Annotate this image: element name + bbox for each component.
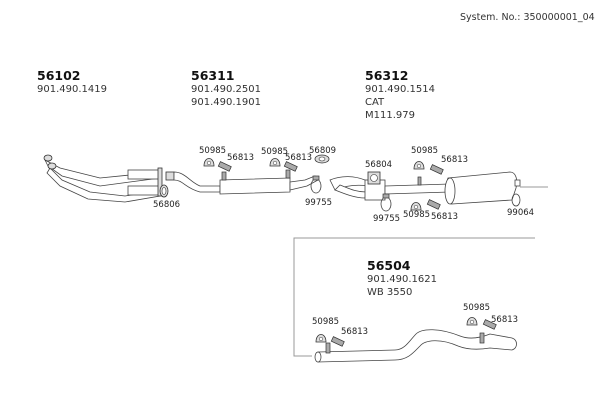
bracket-56813-a (217, 161, 232, 172)
part-label-56813: 56813 (441, 155, 469, 165)
gasket-56809 (314, 154, 330, 164)
group-56102: 56102 901.490.1419 (37, 68, 107, 96)
part-label-50985: 50985 (403, 210, 431, 220)
group-title: 56102 (37, 68, 81, 83)
gasket-56804 (367, 171, 381, 185)
group-title: 56504 (367, 258, 411, 273)
bracket-56813-e (330, 336, 345, 347)
part-label-50985: 50985 (411, 146, 439, 156)
rubber-mount-50985-e (315, 334, 327, 343)
group-title: 56311 (191, 68, 235, 83)
clamp-99755-b (380, 193, 392, 212)
part-label-99755: 99755 (373, 214, 401, 224)
part-number: 901.490.2501 (191, 84, 261, 95)
part-label-50985: 50985 (199, 146, 227, 156)
part-label-50985: 50985 (312, 317, 340, 327)
rubber-mount-50985-d (410, 202, 422, 211)
part-label-56809: 56809 (309, 146, 337, 156)
assembly-connector-line (293, 237, 535, 357)
bracket-56813-f (482, 319, 497, 330)
rubber-mount-50985-a (203, 158, 215, 167)
bracket-56813-c (429, 164, 444, 175)
part-label-56813: 56813 (227, 153, 255, 163)
part-label-50985: 50985 (463, 303, 491, 313)
clamp-99755-a (310, 175, 322, 194)
part-label-56813: 56813 (491, 315, 519, 325)
group-title: 56312 (365, 68, 409, 83)
system-number: System. No.: 350000001_04 (460, 12, 595, 23)
rubber-mount-50985-c (413, 161, 425, 170)
group-56311: 56311 901.490.2501 901.490.1901 (191, 68, 261, 109)
part-label-56813: 56813 (285, 153, 313, 163)
part-label-56813: 56813 (341, 327, 369, 337)
part-label-99755: 99755 (305, 198, 333, 208)
bracket-56813-d (426, 199, 441, 210)
part-number: 901.490.1901 (191, 97, 261, 108)
part-label-56806: 56806 (153, 200, 181, 210)
part-number: 901.490.1621 (367, 274, 437, 285)
rear-pipe-56504 (314, 329, 517, 363)
rubber-mount-50985-f (466, 317, 478, 326)
bracket-56813-b (283, 161, 298, 172)
part-label-50985: 50985 (261, 147, 289, 157)
part-number: 901.490.1419 (37, 84, 107, 95)
rubber-mount-50985-b (269, 158, 281, 167)
intermediate-pipe-56311 (165, 169, 319, 195)
part-label-99064: 99064 (507, 208, 535, 218)
front-pipe-56102 (43, 154, 163, 203)
catalyst-note: CAT (365, 97, 385, 108)
part-number: 901.490.1514 (365, 84, 435, 95)
catalyst-section-56312 (329, 171, 521, 205)
group-56312: 56312 901.490.1514 CAT M111.979 (365, 68, 435, 122)
engine-code: M111.979 (365, 110, 415, 121)
part-label-56804: 56804 (365, 160, 393, 170)
wheelbase-note: WB 3550 (367, 287, 413, 298)
part-label-56813: 56813 (431, 212, 459, 222)
group-56504: 56504 901.490.1621 WB 3550 (367, 258, 437, 299)
clamp-99064 (511, 193, 521, 207)
